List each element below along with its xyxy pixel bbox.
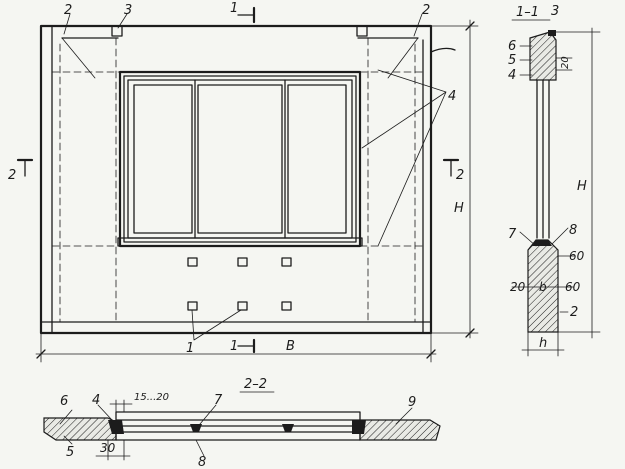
section-1-1: 1–1 (511, 5, 601, 357)
callout-3-top: 3 (124, 3, 132, 18)
s11-callout-6: 6 (508, 39, 516, 54)
s22-callout-7: 7 (214, 393, 223, 408)
s22-callout-5: 5 (66, 445, 74, 460)
section-2-2-left-jamb (108, 420, 124, 434)
window-opening (118, 70, 362, 248)
reinforcement-dashed-lines (51, 37, 424, 323)
s11-dim-20-top: 20 (560, 56, 571, 69)
s11-dim-60b: 60 (565, 280, 581, 294)
lifting-loops (111, 25, 368, 37)
section-2-2-title: 2–2 (244, 377, 267, 392)
window-sash-left (133, 84, 193, 234)
s22-callout-8: 8 (198, 455, 206, 469)
s11-callout-3: 3 (551, 4, 559, 19)
section-2-2-mullion-1 (190, 424, 202, 432)
window-sill (117, 237, 363, 247)
leader-item-4 (361, 69, 447, 247)
section-1-1-sill (532, 240, 552, 246)
section-2-2: 2–2 (43, 377, 441, 461)
front-view (16, 6, 479, 363)
section-2-2-mullion-2 (282, 424, 294, 432)
s22-callout-9: 9 (408, 395, 416, 410)
s11-dim-b: b (539, 280, 547, 294)
s11-callout-7: 7 (508, 227, 517, 242)
s11-dim-thickness: h (539, 336, 547, 351)
dim-height-front: H (454, 201, 464, 216)
window (117, 70, 363, 248)
cut-1-top-label: 1 (230, 1, 238, 16)
section-1-1-top-beam (529, 31, 557, 81)
window-frame-outer (123, 75, 357, 243)
s11-callout-4: 4 (508, 68, 516, 83)
lifting-loop-left (111, 25, 123, 37)
top-right-hook (430, 47, 456, 53)
section-2-2-left-wall (43, 417, 117, 441)
section-1-1-title: 1–1 (516, 5, 539, 20)
leader-item-2-right (413, 13, 423, 37)
leader-7 (199, 404, 217, 425)
s22-callout-6: 6 (60, 394, 68, 409)
cut-2-left-label: 2 (8, 168, 16, 183)
corner-diagonals (61, 37, 419, 79)
s22-callout-4: 4 (92, 393, 100, 408)
lifting-loop-right (356, 25, 368, 37)
panel-outline (39, 24, 433, 335)
cut-2-right-label: 2 (456, 168, 464, 183)
s22-dim-15-20: 15...20 (134, 392, 169, 403)
leader-9 (395, 407, 413, 425)
s11-callout-2: 2 (570, 305, 578, 320)
cut-1-bottom-label: 1 (230, 339, 238, 354)
s11-dim-60a: 60 (569, 249, 585, 263)
s22-dim-30: 30 (100, 441, 116, 455)
s11-dim-height: H (577, 179, 587, 194)
section-2-2-frame-bottom (115, 431, 361, 441)
window-sash-middle (197, 84, 283, 234)
window-sash-right (287, 84, 347, 234)
leader-8 (195, 439, 205, 457)
front-dimensions (35, 19, 479, 363)
callout-4: 4 (448, 89, 456, 104)
window-frame-inner (127, 79, 353, 239)
leader-5 (63, 435, 73, 445)
leader-item-3 (117, 13, 128, 29)
s11-dim-20-bottom: 20 (510, 280, 526, 294)
leader-8 (551, 227, 569, 245)
callout-2-left: 2 (64, 3, 72, 18)
callout-1-bottom: 1 (186, 341, 194, 356)
section-1-1-top-cap (548, 30, 556, 36)
leader-6 (59, 409, 73, 425)
embedded-plates (187, 257, 292, 311)
leader-7 (519, 231, 537, 247)
section-2-2-right-wall (359, 419, 441, 441)
dim-width-front: B (286, 339, 295, 354)
section-2-2-right-jamb (352, 420, 366, 434)
callout-2-right: 2 (422, 3, 430, 18)
leader-item-2-left (63, 13, 71, 35)
section-2-2-frame-top (115, 411, 361, 421)
leader-item-1 (191, 309, 242, 341)
cut-marks (16, 6, 460, 354)
s11-callout-5: 5 (508, 53, 516, 68)
s11-callout-8: 8 (569, 223, 577, 238)
leader-4 (97, 404, 113, 421)
